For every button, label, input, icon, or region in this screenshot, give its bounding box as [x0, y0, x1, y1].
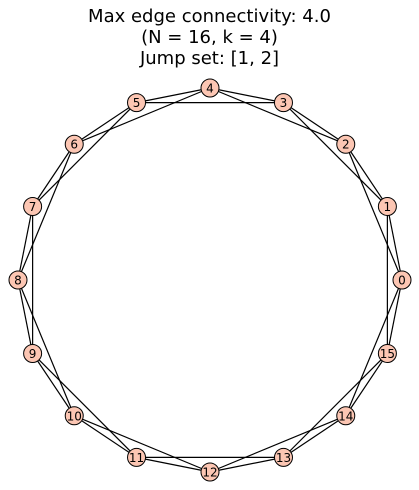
node-label: 7 [29, 200, 37, 214]
node-2: 2 [336, 134, 356, 154]
edge-3-4 [209, 87, 284, 104]
node-circle [336, 134, 356, 154]
edge-4-5 [136, 87, 211, 104]
node-circle [273, 93, 293, 113]
node-circle [392, 270, 412, 290]
title-line-parameters: (N = 16, k = 4) [141, 27, 278, 48]
edge-10-12 [74, 415, 211, 473]
edge-6-7 [32, 143, 75, 207]
edge-9-10 [32, 353, 75, 417]
node-10: 10 [64, 406, 84, 426]
node-circle [127, 447, 147, 467]
node-label: 5 [133, 96, 141, 110]
edge-11-12 [136, 456, 211, 473]
edge-12-14 [209, 415, 346, 473]
node-label: 12 [202, 466, 217, 480]
node-6: 6 [64, 134, 84, 154]
node-3: 3 [273, 93, 293, 113]
node-11: 11 [127, 447, 147, 467]
node-circle [200, 462, 220, 482]
node-label: 9 [29, 347, 37, 361]
node-label: 0 [398, 274, 406, 288]
node-circle [273, 447, 293, 467]
edge-8-9 [17, 279, 34, 354]
edge-1-2 [345, 143, 388, 207]
edge-9-11 [32, 353, 137, 458]
edge-6-8 [17, 144, 75, 281]
node-label: 2 [342, 138, 350, 152]
node-1: 1 [377, 197, 397, 217]
node-circle [64, 134, 84, 154]
edge-7-8 [17, 206, 34, 281]
node-15: 15 [377, 343, 397, 363]
node-circle [8, 270, 28, 290]
edge-13-14 [283, 415, 347, 458]
node-12: 12 [200, 462, 220, 482]
node-8: 8 [8, 270, 28, 290]
title-line-jump-set: Jump set: [1, 2] [139, 48, 280, 69]
node-4: 4 [200, 78, 220, 98]
node-label: 15 [380, 347, 395, 361]
figure-title: Max edge connectivity: 4.0 (N = 16, k = … [0, 6, 419, 69]
node-circle [23, 343, 43, 363]
node-circle [377, 343, 397, 363]
edge-8-10 [17, 279, 75, 416]
node-label: 3 [280, 96, 288, 110]
edge-5-6 [73, 102, 137, 145]
node-5: 5 [127, 93, 147, 113]
edge-2-3 [283, 102, 347, 145]
edge-5-7 [32, 102, 137, 207]
edge-1-3 [283, 102, 388, 207]
edge-12-13 [209, 456, 284, 473]
node-circle [200, 78, 220, 98]
node-circle [23, 197, 43, 217]
node-label: 6 [70, 138, 78, 152]
edge-0-1 [386, 206, 403, 281]
node-label: 1 [384, 200, 392, 214]
node-label: 10 [67, 409, 82, 423]
node-14: 14 [336, 406, 356, 426]
node-circle [64, 406, 84, 426]
edge-4-6 [74, 87, 211, 145]
edge-2-4 [209, 87, 346, 145]
node-9: 9 [23, 343, 43, 363]
node-label: 8 [14, 274, 22, 288]
node-circle [377, 197, 397, 217]
title-line-connectivity: Max edge connectivity: 4.0 [88, 6, 331, 27]
node-label: 4 [206, 82, 214, 96]
node-label: 11 [129, 451, 144, 465]
edge-15-0 [386, 279, 403, 354]
edge-10-11 [73, 415, 137, 458]
node-circle [336, 406, 356, 426]
graph-edges [17, 87, 403, 473]
node-label: 13 [276, 451, 291, 465]
edge-0-2 [345, 144, 403, 281]
edge-14-15 [345, 353, 388, 417]
node-7: 7 [23, 197, 43, 217]
node-0: 0 [392, 270, 412, 290]
edge-13-15 [283, 353, 388, 458]
node-13: 13 [273, 447, 293, 467]
edge-14-0 [345, 279, 403, 416]
node-label: 14 [338, 409, 353, 423]
node-circle [127, 93, 147, 113]
